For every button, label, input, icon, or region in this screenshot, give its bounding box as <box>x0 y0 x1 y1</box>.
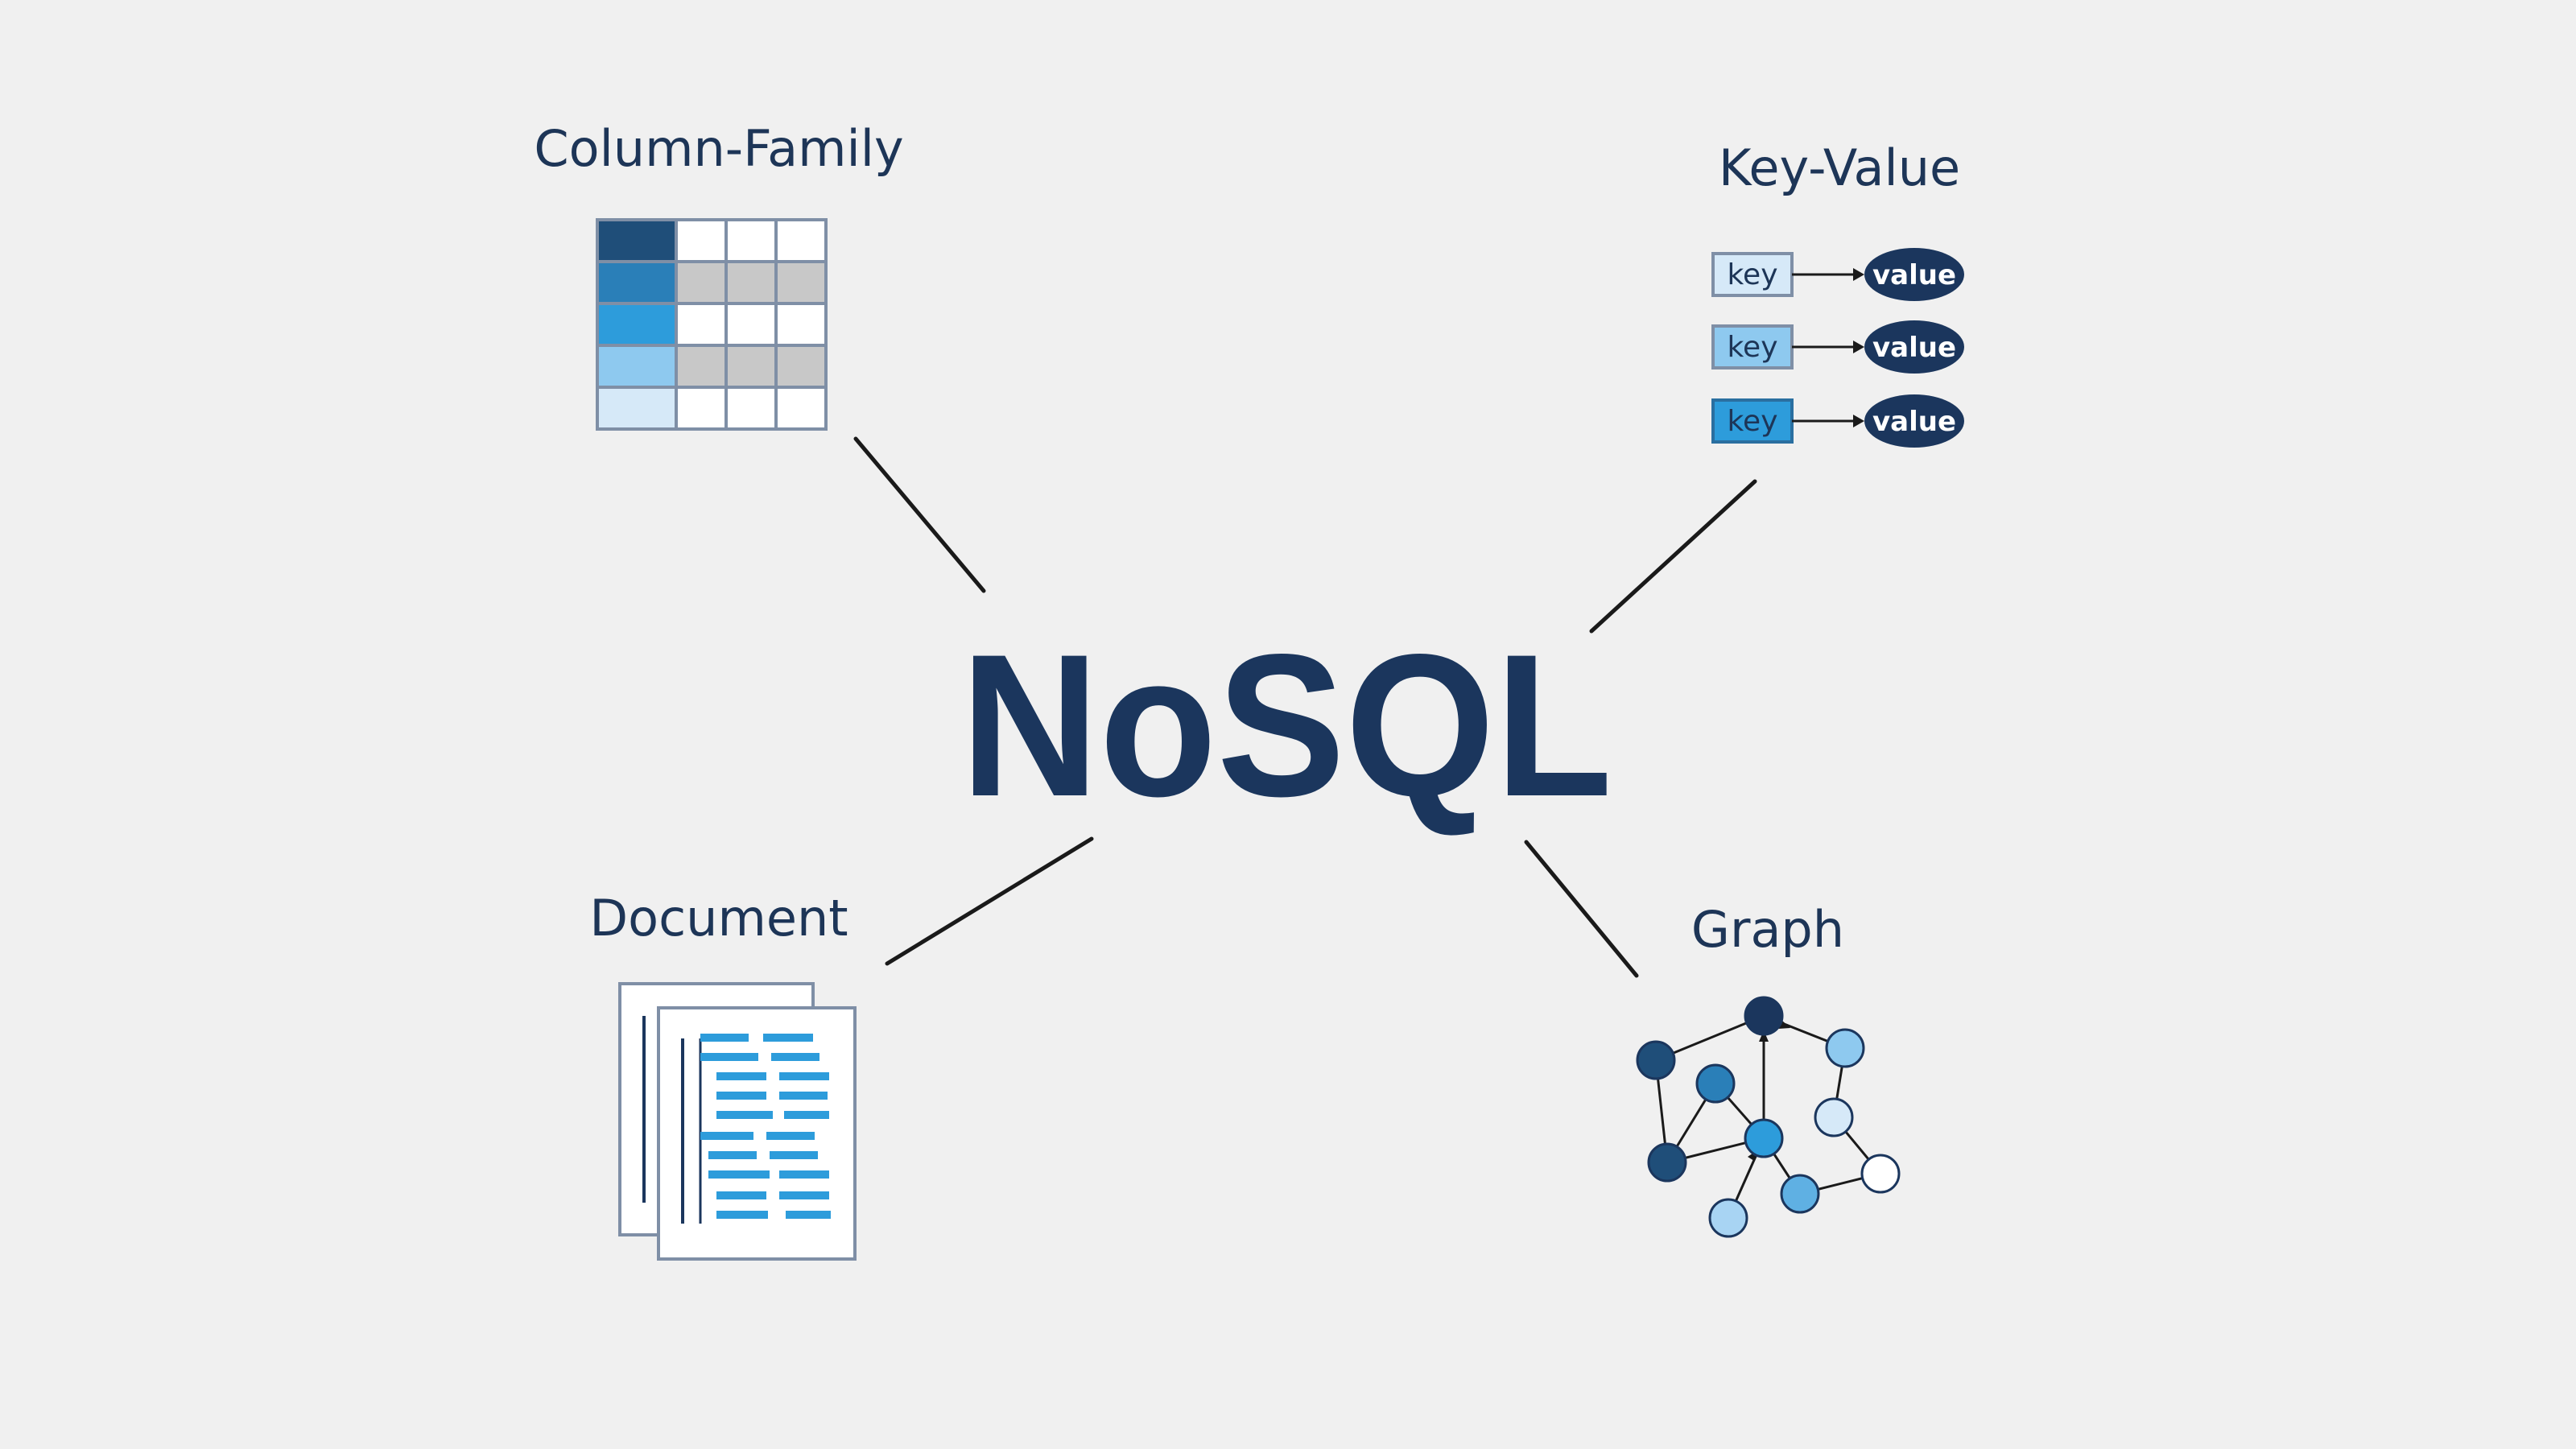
graph-node <box>1636 1040 1676 1080</box>
key-value-pair: key value <box>1711 394 1964 448</box>
graph-nodes <box>1636 996 1901 1238</box>
column-family-group: Column-Family <box>534 119 904 431</box>
graph-node <box>1708 1198 1748 1238</box>
value-text: value <box>1872 259 1956 291</box>
connector-graph <box>1524 840 1639 978</box>
graph-node <box>1744 996 1784 1036</box>
value-text: value <box>1872 332 1956 364</box>
connector-key-value <box>1589 479 1757 634</box>
graph-node <box>1780 1174 1820 1214</box>
document-stack-icon <box>618 982 857 1261</box>
document-label: Document <box>589 889 848 947</box>
arrow-head <box>1853 341 1864 353</box>
key-box <box>1711 252 1794 297</box>
value-bubble <box>1864 320 1964 374</box>
nosql-title: NoSQL <box>960 613 1612 839</box>
graph-node <box>1744 1118 1784 1158</box>
key-text: key <box>1727 331 1777 364</box>
graph-node <box>1825 1028 1865 1068</box>
value-bubble <box>1864 394 1964 448</box>
key-value-pair: key value <box>1711 320 1964 374</box>
graph-network-icon <box>1636 996 1901 1238</box>
graph-label: Graph <box>1691 900 1844 959</box>
connector-document <box>885 836 1094 966</box>
document-group: Document <box>589 889 857 1261</box>
value-text: value <box>1872 406 1956 438</box>
graph-node <box>1647 1142 1687 1183</box>
key-value-group: Key-Value key value key value key value <box>1711 138 1964 448</box>
key-box <box>1711 324 1794 369</box>
graph-group: Graph <box>1636 900 1901 1238</box>
arrow-head <box>1853 268 1864 281</box>
arrow-head <box>1853 415 1864 427</box>
graph-node <box>1814 1097 1854 1137</box>
graph-node <box>1695 1063 1736 1104</box>
key-text: key <box>1727 405 1777 438</box>
key-text: key <box>1727 258 1777 291</box>
value-bubble <box>1864 248 1964 301</box>
connector-lines <box>853 436 1757 978</box>
graph-node <box>1860 1154 1901 1194</box>
column-family-label: Column-Family <box>534 119 903 178</box>
document-text-lines <box>700 1034 831 1219</box>
front-page <box>657 1006 857 1261</box>
key-value-pair: key value <box>1711 248 1964 301</box>
key-value-label: Key-Value <box>1719 138 1960 197</box>
column-family-table-icon <box>596 218 828 431</box>
connector-column-family <box>853 436 986 593</box>
